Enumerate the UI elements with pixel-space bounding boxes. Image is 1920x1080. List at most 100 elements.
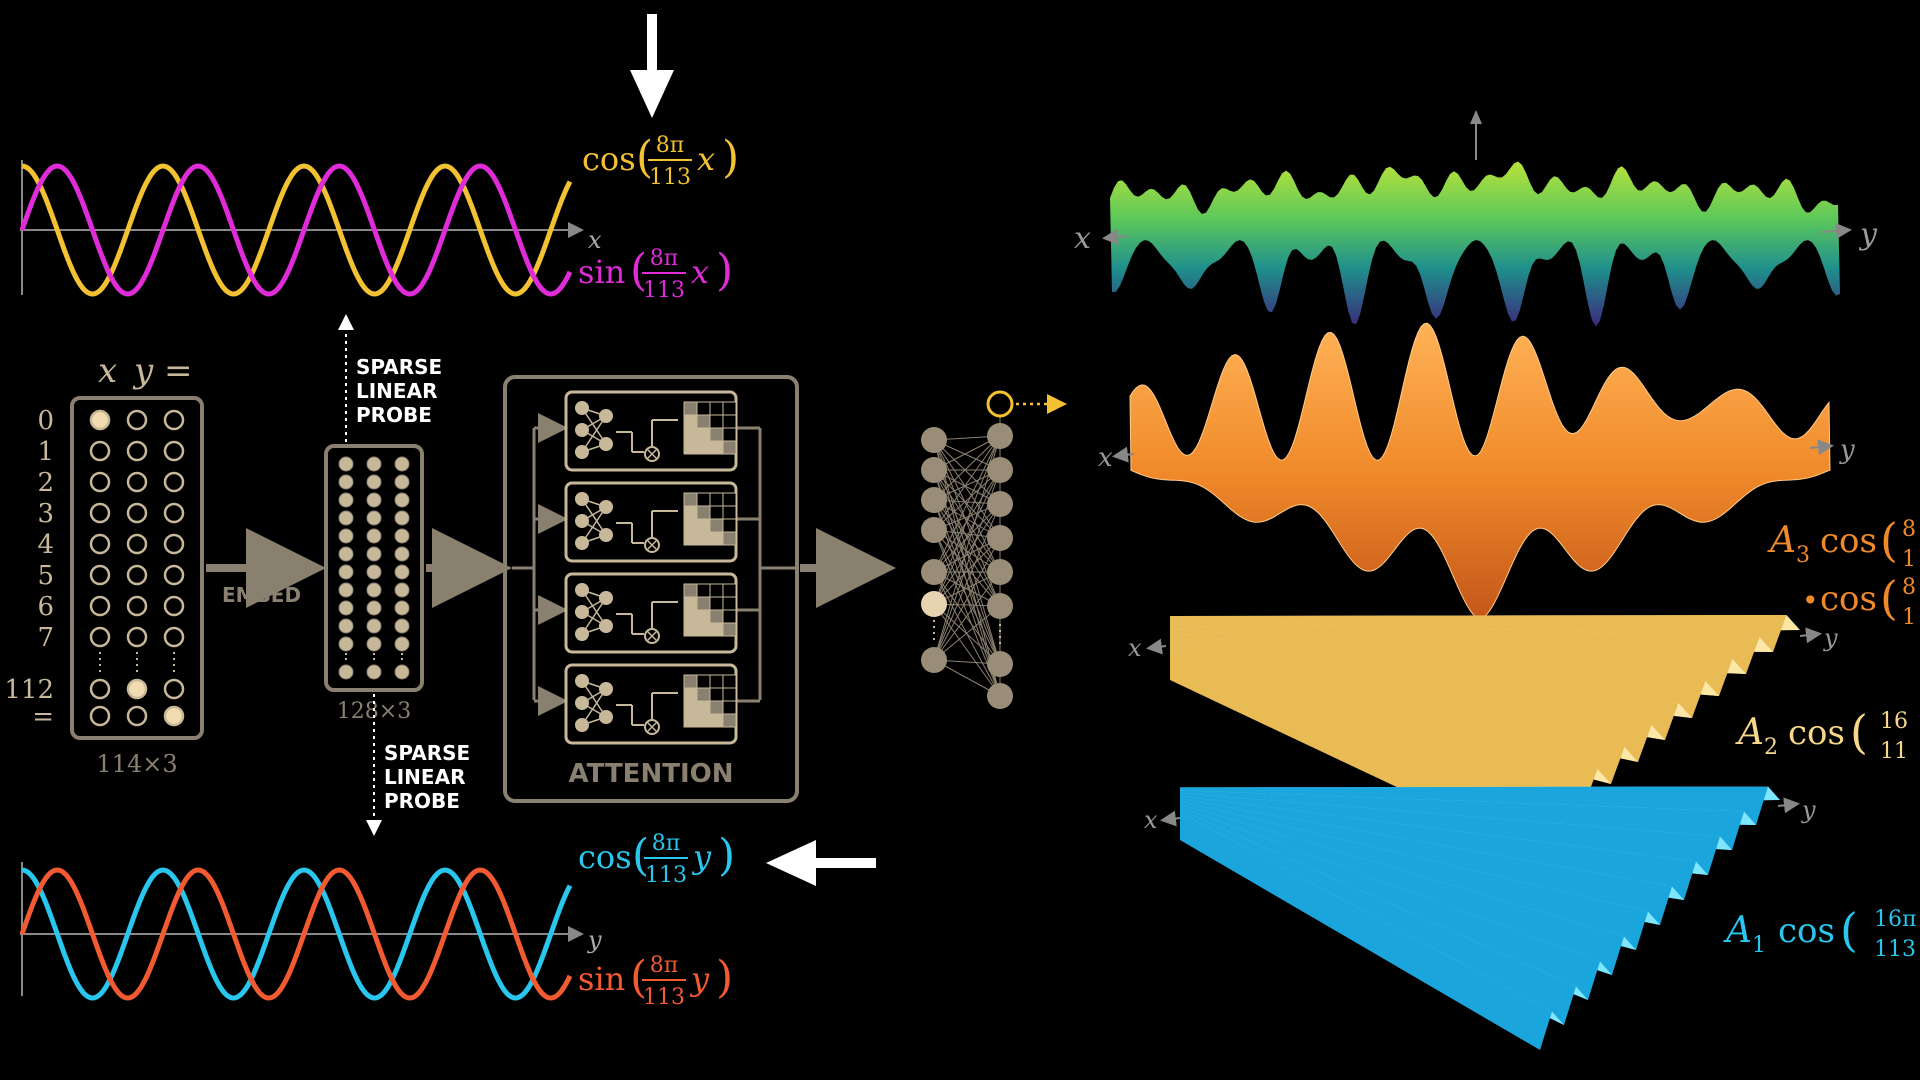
label-a2-coef: A <box>1735 712 1764 753</box>
mlp-edge <box>933 603 1001 665</box>
top-cos-lparen: ( <box>636 132 653 183</box>
probe-top-line2: LINEAR <box>356 379 437 403</box>
attention-head-edge <box>581 589 607 627</box>
label-a1-num: 16π <box>1874 907 1916 932</box>
onehot-cell <box>126 564 148 586</box>
bottom-cos-rparen: ) <box>718 830 735 881</box>
attention-matrix-cell <box>722 531 737 546</box>
bottom-sin-den: 113 <box>643 985 685 1010</box>
cyan-y-label: y <box>1801 796 1816 824</box>
attention-matrix-cell <box>696 401 711 416</box>
attention-matrix-cell <box>709 440 724 455</box>
attention-matrix-cell <box>683 687 698 702</box>
attention-matrix-cell <box>683 492 698 507</box>
onehot-cell <box>89 626 111 648</box>
bottom-sin-var: y <box>689 960 710 998</box>
attention-head-edge <box>581 498 607 536</box>
probe-bottom-line2: LINEAR <box>384 765 465 789</box>
embedding-dot <box>394 492 410 508</box>
attention-head-edge <box>581 688 607 704</box>
attention-matrix-cell <box>709 713 724 728</box>
top-wave-plot: x cos ( 8π 113 x ) sin ( 8π 113 x ) <box>19 132 739 303</box>
embedding-dot <box>338 456 354 472</box>
embedding-dots <box>338 456 410 680</box>
label-a3-coef: A <box>1767 520 1796 561</box>
cyan-x-label: x <box>1144 806 1158 834</box>
mlp-node <box>987 457 1013 483</box>
onehot-cell <box>163 705 185 727</box>
label-a3-den: 1 <box>1902 547 1916 572</box>
mlp-edge <box>933 435 1001 501</box>
attention-matrix-cell <box>683 713 698 728</box>
attention-matrix-cell <box>696 505 711 520</box>
embedding-dot <box>394 546 410 562</box>
onehot-row-label: 5 <box>37 561 54 591</box>
cyan-plane-ridges <box>1180 786 1780 1050</box>
embedding-dot <box>338 564 354 580</box>
attention-head-edge <box>581 716 607 726</box>
label-a3b-fn: cos <box>1820 579 1877 619</box>
onehot-cell <box>89 564 111 586</box>
onehot-header-x: x <box>98 351 117 391</box>
top-cos-rparen: ) <box>722 132 739 183</box>
onehot-cell <box>89 502 111 524</box>
label-a2-paren: ( <box>1850 705 1868 759</box>
onehot-row-label: 4 <box>37 530 54 560</box>
attention-matrix-cell <box>683 583 698 598</box>
mlp-node <box>921 457 947 483</box>
attention-matrix-cell <box>696 414 711 429</box>
noisy-surface: x y <box>1074 161 1878 327</box>
noisy-y-label: y <box>1858 217 1878 252</box>
attention-matrix-cell <box>709 609 724 624</box>
attention-matrix-cell <box>722 518 737 533</box>
noisy-x-axis <box>1102 228 1129 245</box>
onehot-header-y: y <box>132 351 154 391</box>
attention-head-edge <box>581 443 607 453</box>
attention-matrix-cell <box>709 414 724 429</box>
attention-head-edge <box>581 498 607 508</box>
orange-y-label: y <box>1839 435 1855 465</box>
onehot-cell <box>163 502 185 524</box>
noisy-x-label: x <box>1074 221 1091 256</box>
attention-matrix-cell <box>709 531 724 546</box>
attention-matrix-cell <box>696 622 711 637</box>
mlp-node <box>921 487 947 513</box>
attention-matrix-cell <box>709 622 724 637</box>
embedding-dot <box>366 636 382 652</box>
onehot-cell <box>163 533 185 555</box>
label-a3-fn: cos <box>1820 521 1877 561</box>
onehot-frame <box>70 396 204 740</box>
attention-head-edge <box>581 407 607 445</box>
embedding-frame <box>324 444 424 692</box>
onehot-cell <box>126 409 148 431</box>
mlp-node <box>987 559 1013 585</box>
attention-head-edge <box>581 680 607 718</box>
mlp-edge <box>933 503 1001 661</box>
mlp-edge <box>933 439 1001 539</box>
attention-matrix-cell <box>696 518 711 533</box>
attention-matrix-cell <box>709 583 724 598</box>
top-sin-wave <box>19 163 573 297</box>
attention-head-edge <box>581 680 607 690</box>
probe-top-line3: PROBE <box>356 403 432 427</box>
attention-matrix-cell <box>683 427 698 442</box>
attention-block: ATTENTION <box>503 375 799 803</box>
onehot-cell <box>163 564 185 586</box>
embedding-dot <box>394 636 410 652</box>
attention-matrix-cell <box>696 427 711 442</box>
bottom-wave-axis-label: y <box>587 926 602 954</box>
attention-matrix-cell <box>722 492 737 507</box>
top-sin-var: x <box>691 253 709 291</box>
attention-matrix-cell <box>696 583 711 598</box>
multiply-icon <box>646 721 658 733</box>
attention-matrix-cell <box>709 674 724 689</box>
label-a3b-den: 1 <box>1902 605 1916 630</box>
multiply-icon <box>646 630 658 642</box>
top-sin-rparen: ) <box>716 245 733 296</box>
attention-matrix-cell <box>683 401 698 416</box>
attention-matrix-cell <box>683 414 698 429</box>
bottom-sin-rparen: ) <box>716 952 733 1003</box>
attention-matrix-cell <box>722 596 737 611</box>
